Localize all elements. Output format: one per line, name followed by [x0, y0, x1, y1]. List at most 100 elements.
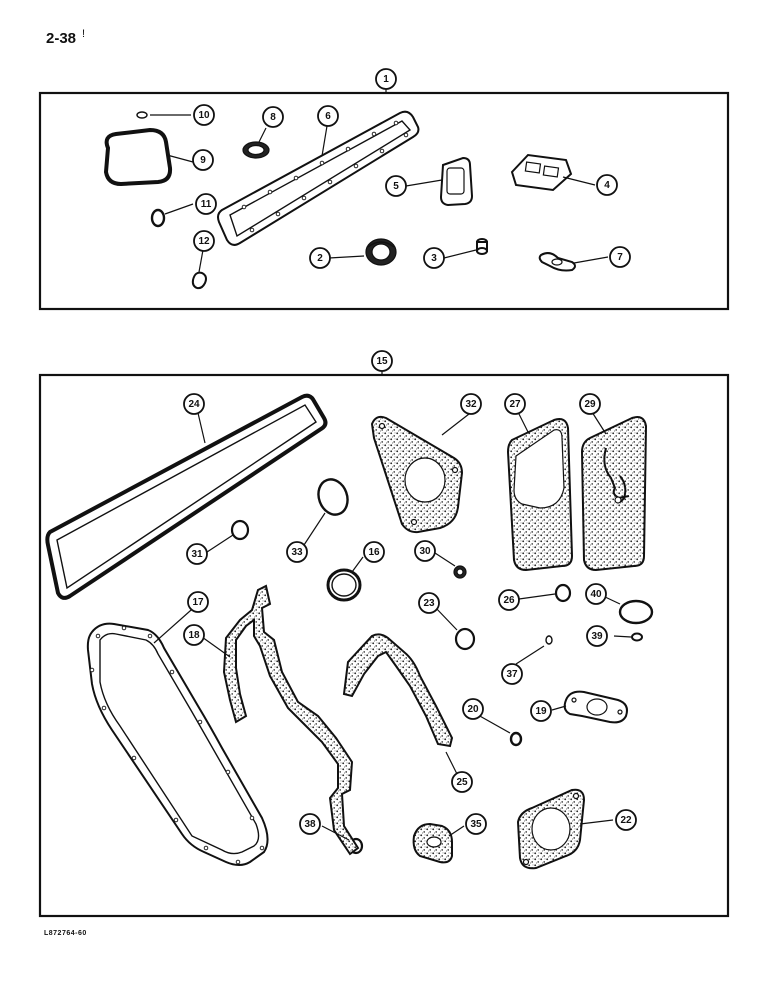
- callout-29: 29: [579, 393, 601, 415]
- part-9-cover-seal: [103, 127, 173, 187]
- part-19-mounting-gasket: [563, 690, 628, 724]
- callout-6: 6: [317, 105, 339, 127]
- callout-16: 16: [363, 541, 385, 563]
- part-11-o-ring: [150, 208, 166, 228]
- callout-7: 7: [609, 246, 631, 268]
- callout-label: 11: [201, 199, 212, 210]
- part-27-oil-cooler-gasket: [506, 418, 574, 572]
- part-12-clip: [191, 271, 207, 290]
- callout-32: 32: [460, 393, 482, 415]
- part-22-housing-flange-gasket: [516, 788, 586, 870]
- callout-20: 20: [462, 698, 484, 720]
- page-number-mark: !: [82, 28, 86, 40]
- callout-label: 12: [198, 236, 210, 247]
- upper-kit-frame: [38, 91, 730, 311]
- part-20-o-ring: [509, 731, 523, 747]
- part-35-small-flange-gasket: [412, 822, 453, 864]
- part-29-cooler-housing-gasket: [580, 416, 648, 572]
- callout-label: 6: [325, 111, 331, 122]
- part-5-housing-gasket: [439, 156, 474, 207]
- part-26-o-ring: [554, 583, 572, 603]
- callout-37: 37: [501, 663, 523, 685]
- callout-label: 29: [584, 399, 596, 410]
- callout-22: 22: [615, 809, 637, 831]
- callout-label: 27: [509, 399, 521, 410]
- callout-11: 11: [195, 193, 217, 215]
- callout-31: 31: [186, 543, 208, 565]
- callout-label: 7: [617, 252, 623, 263]
- part-30-small-seal: [453, 565, 467, 579]
- callout-10: 10: [193, 104, 215, 126]
- callout-8: 8: [262, 106, 284, 128]
- callout-label: 3: [431, 253, 437, 264]
- callout-39: 39: [586, 625, 608, 647]
- callout-40: 40: [585, 583, 607, 605]
- callout-27: 27: [504, 393, 526, 415]
- callout-label: 26: [503, 595, 515, 606]
- part-3-grommet: [476, 238, 488, 255]
- callout-label: 2: [317, 253, 323, 264]
- callout-17: 17: [187, 591, 209, 613]
- part-37-small-seal: [545, 635, 553, 645]
- part-4-exhaust-gasket: [510, 153, 573, 192]
- part-18-gear-housing-gasket: [222, 584, 360, 856]
- callout-label: 33: [291, 547, 303, 558]
- part-10-small-seal: [136, 111, 148, 119]
- callout-18: 18: [183, 624, 205, 646]
- callout-19: 19: [530, 700, 552, 722]
- callout-label: 31: [191, 549, 203, 560]
- callout-2: 2: [309, 247, 331, 269]
- callout-24: 24: [183, 393, 205, 415]
- part-33-o-ring: [317, 478, 349, 516]
- callout-label: 9: [200, 155, 206, 166]
- callout-label: 37: [506, 669, 518, 680]
- callout-12: 12: [193, 230, 215, 252]
- callout-38: 38: [299, 813, 321, 835]
- callout-label: 1: [383, 74, 389, 85]
- callout-label: 5: [393, 181, 399, 192]
- part-32-adapter-gasket: [370, 415, 464, 534]
- part-31-o-ring: [230, 519, 250, 541]
- part-39-o-ring: [631, 632, 643, 642]
- part-17-front-cover-gasket: [86, 622, 269, 866]
- part-25-timing-cover-gasket: [342, 633, 454, 748]
- callout-label: 22: [620, 815, 632, 826]
- part-6-valve-cover-gasket: [217, 110, 420, 246]
- callout-30: 30: [414, 540, 436, 562]
- callout-label: 32: [465, 399, 477, 410]
- callout-label: 16: [368, 547, 380, 558]
- part-16-seal-ring: [326, 568, 362, 602]
- callout-label: 23: [423, 598, 435, 609]
- callout-label: 18: [188, 630, 200, 641]
- callout-1: 1: [375, 68, 397, 90]
- callout-25: 25: [451, 771, 473, 793]
- callout-label: 19: [535, 706, 547, 717]
- callout-9: 9: [192, 149, 214, 171]
- page-number: 2-38: [46, 30, 77, 47]
- part-2-crankshaft-seal: [365, 238, 397, 266]
- part-40-o-ring: [618, 599, 654, 625]
- lower-kit-frame: [38, 373, 730, 918]
- callout-label: 20: [467, 704, 479, 715]
- callout-label: 30: [419, 546, 431, 557]
- callout-33: 33: [286, 541, 308, 563]
- part-23-o-ring: [454, 627, 476, 651]
- part-24-long-seal: [45, 393, 328, 600]
- callout-label: 15: [376, 356, 388, 367]
- callout-26: 26: [498, 589, 520, 611]
- callout-label: 8: [270, 112, 276, 123]
- callout-label: 24: [188, 399, 200, 410]
- callout-label: 38: [304, 819, 316, 830]
- callout-23: 23: [418, 592, 440, 614]
- callout-label: 10: [198, 110, 210, 121]
- callout-4: 4: [596, 174, 618, 196]
- callout-3: 3: [423, 247, 445, 269]
- callout-15: 15: [371, 350, 393, 372]
- part-7-flange-gasket: [538, 252, 576, 272]
- callout-label: 35: [470, 819, 482, 830]
- callout-label: 39: [591, 631, 603, 642]
- callout-35: 35: [465, 813, 487, 835]
- callout-label: 25: [456, 777, 468, 788]
- callout-label: 17: [192, 597, 204, 608]
